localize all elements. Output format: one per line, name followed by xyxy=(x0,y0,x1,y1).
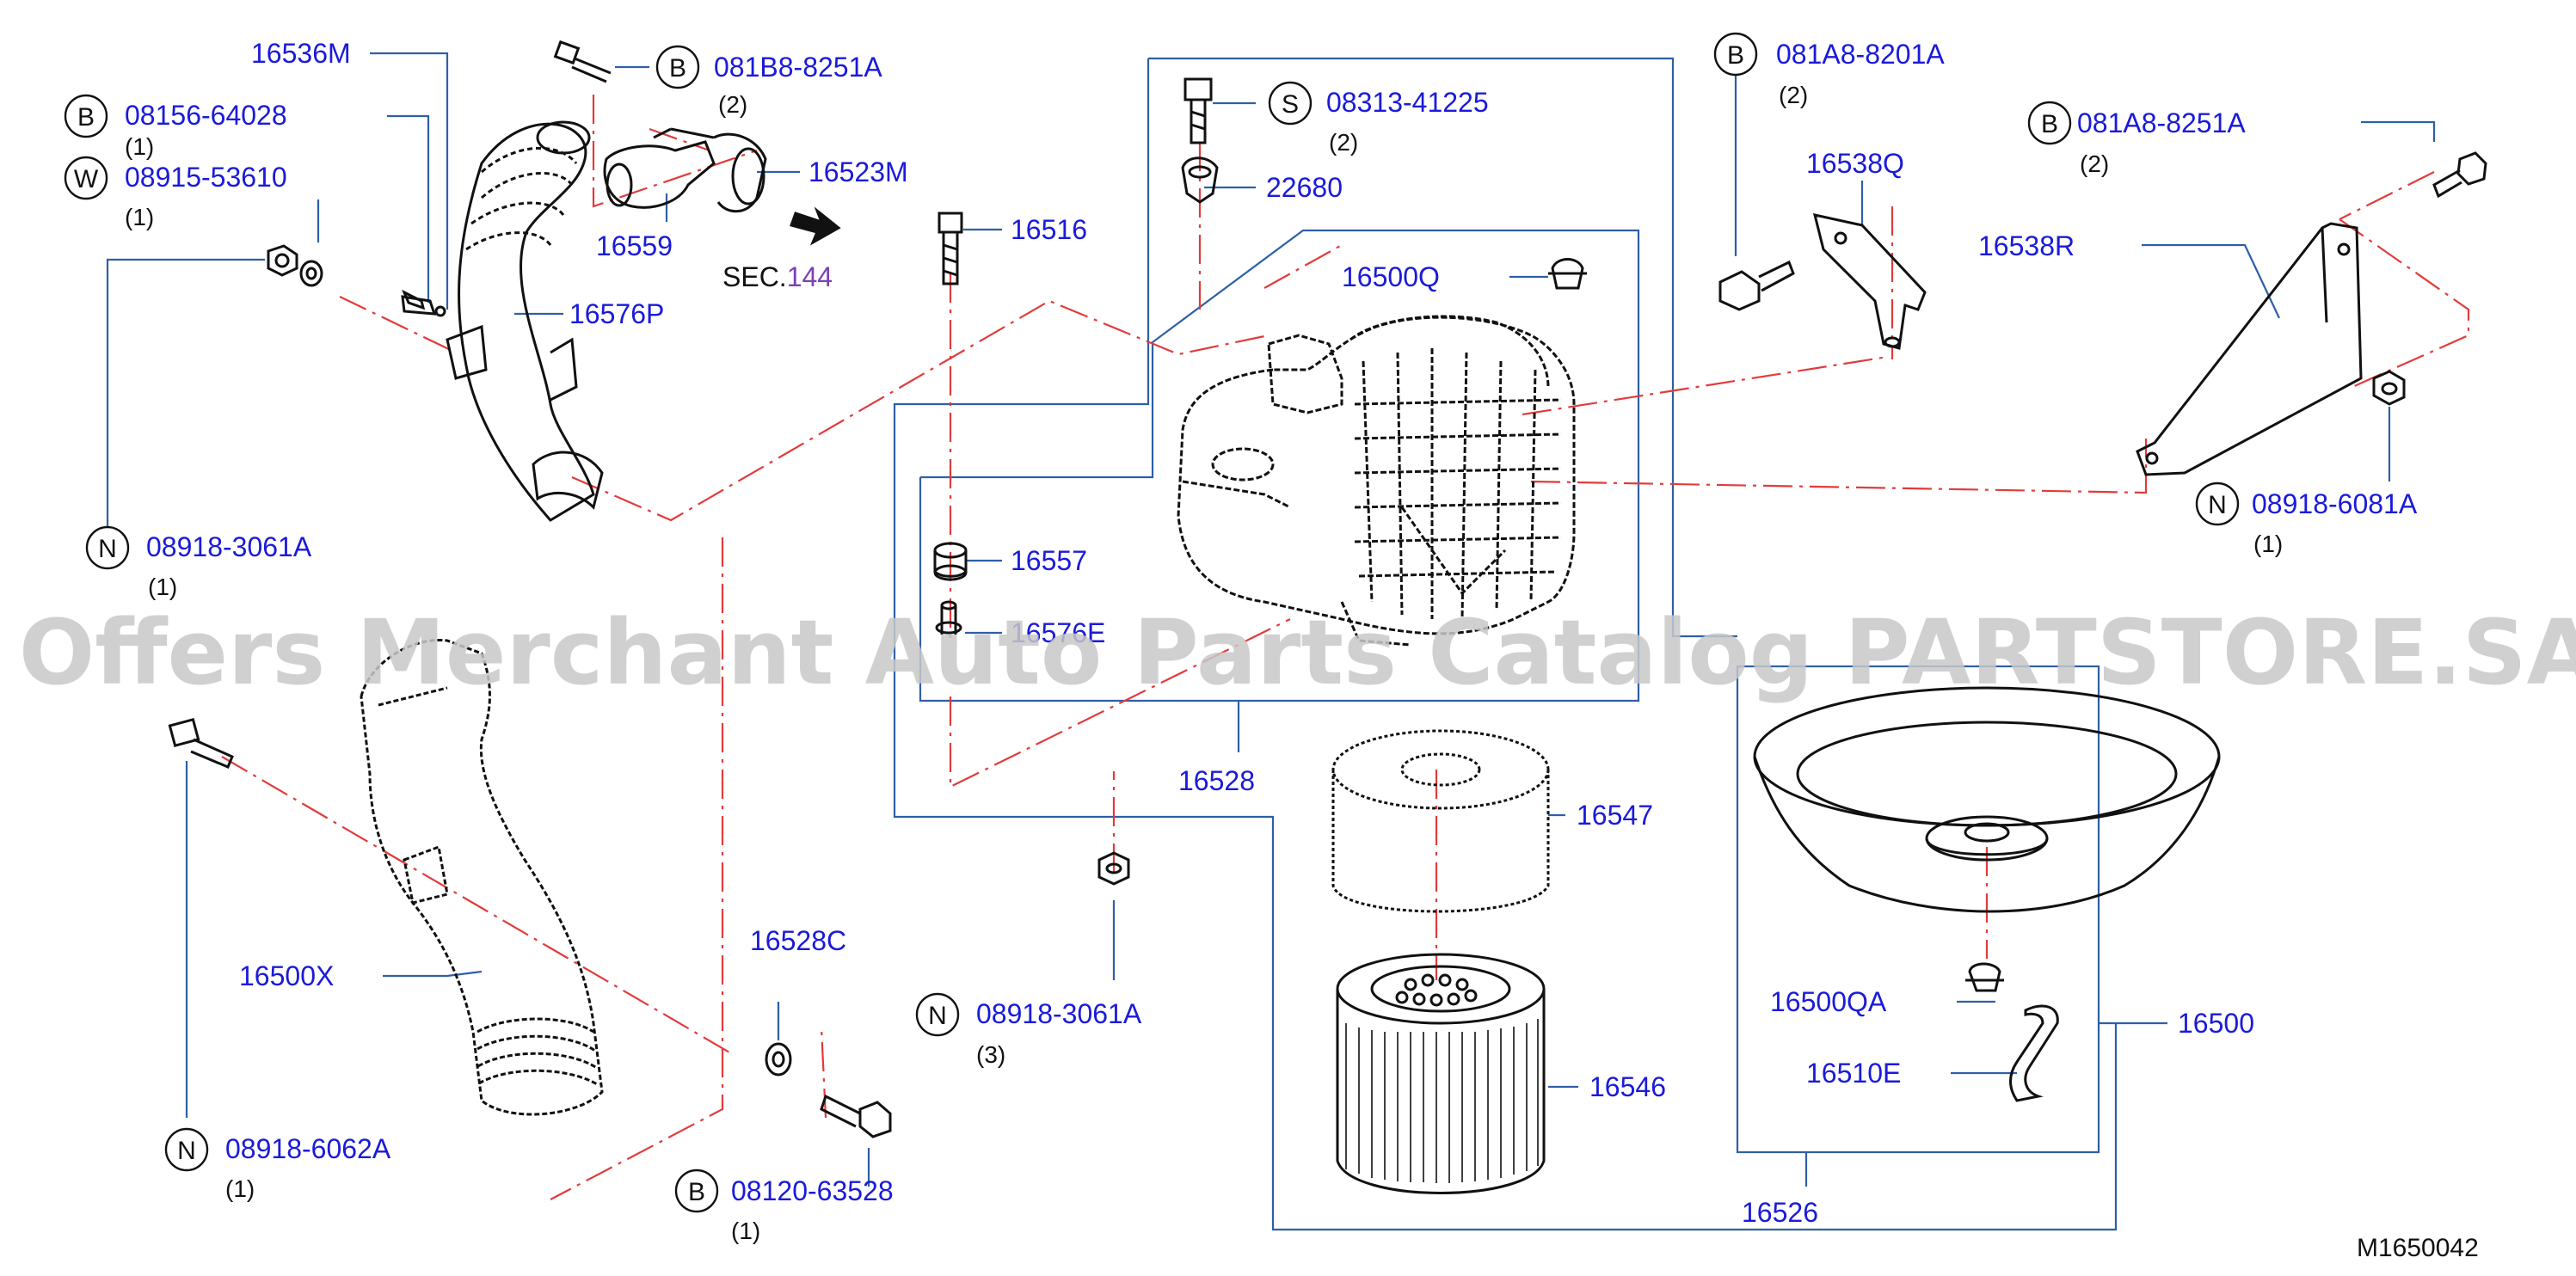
part-16576p[interactable]: 16576P xyxy=(569,298,664,329)
bolt-08918-6062a-drawing xyxy=(168,717,234,769)
fastener-08313-41225[interactable]: 08313-41225 xyxy=(1326,87,1489,118)
part-16528c[interactable]: 16528C xyxy=(750,925,846,956)
qty-label: (1) xyxy=(148,574,177,600)
bracket-16538q-drawing xyxy=(1812,213,1927,350)
qty-label: (2) xyxy=(1329,129,1358,156)
part-16557[interactable]: 16557 xyxy=(1011,545,1087,576)
part-16500qa[interactable]: 16500QA xyxy=(1770,986,1887,1017)
prefix-circles xyxy=(64,32,2240,1213)
fastener-081a8-8251a[interactable]: 081A8-8251A xyxy=(2077,107,2246,138)
clip-16500q-drawing xyxy=(1548,258,1587,290)
washer-16528c-drawing xyxy=(765,1042,792,1077)
part-16547[interactable]: 16547 xyxy=(1577,800,1653,831)
qty-label: (1) xyxy=(125,204,154,230)
qty-label: (1) xyxy=(2253,531,2283,557)
filter-16546-drawing xyxy=(1336,953,1546,1194)
qty-label: (2) xyxy=(1779,82,1808,108)
part-16528[interactable]: 16528 xyxy=(1178,765,1255,796)
fastener-08915-53610[interactable]: 08915-53610 xyxy=(125,162,287,193)
fastener-081a8-8201a[interactable]: 081A8-8201A xyxy=(1776,39,1945,70)
part-16538q[interactable]: 16538Q xyxy=(1806,148,1904,179)
part-16546[interactable]: 16546 xyxy=(1589,1071,1666,1102)
prefix-letter: W xyxy=(74,165,99,193)
fastener-08918-3061a-left[interactable]: 08918-3061A xyxy=(146,531,312,562)
prefix-letter: N xyxy=(2208,491,2227,519)
clip-16500qa-drawing xyxy=(1965,962,2004,992)
section-reference[interactable]: SEC.144 xyxy=(722,261,833,292)
grommet-22680-drawing xyxy=(1181,156,1219,204)
bolt-08120-63528-drawing xyxy=(820,1094,892,1138)
bolt-081a8-8201a-drawing xyxy=(1718,260,1795,311)
filter-16547-drawing xyxy=(1331,729,1550,913)
fastener-081b8-8251a[interactable]: 081B8-8251A xyxy=(714,52,882,83)
prefix-letter: N xyxy=(98,535,117,563)
collar-16576e-drawing xyxy=(935,600,962,635)
air-cleaner-housing-drawing xyxy=(1177,315,1576,647)
part-16510e[interactable]: 16510E xyxy=(1806,1058,1901,1089)
bolt-16516-drawing xyxy=(938,212,963,285)
fastener-08156-64028[interactable]: 08156-64028 xyxy=(125,100,287,131)
resonator-drawing xyxy=(603,127,767,213)
section-prefix: SEC. xyxy=(722,261,787,292)
part-16526[interactable]: 16526 xyxy=(1742,1197,1818,1228)
qty-label: (1) xyxy=(731,1218,760,1244)
part-16559[interactable]: 16559 xyxy=(596,230,673,261)
part-16500x[interactable]: 16500X xyxy=(239,960,334,991)
fastener-08120-63528[interactable]: 08120-63528 xyxy=(731,1175,894,1206)
band-16510e-drawing xyxy=(2009,1004,2059,1102)
grommet-16557-drawing xyxy=(933,542,968,581)
diagram-code: M1650042 xyxy=(2357,1234,2479,1262)
intake-duct-lower-drawing xyxy=(360,638,604,1116)
prefix-letter: B xyxy=(77,103,95,132)
qty-label: (1) xyxy=(225,1175,255,1202)
prefix-letter: B xyxy=(688,1178,705,1206)
prefix-letter: B xyxy=(669,54,686,83)
part-16538r[interactable]: 16538R xyxy=(1978,230,2075,261)
lower-housing-16526-drawing xyxy=(1753,686,2221,913)
part-16536m[interactable]: 16536M xyxy=(251,38,351,69)
fastener-08918-3061a-mid[interactable]: 08918-3061A xyxy=(976,998,1142,1029)
small-clip-drawing xyxy=(402,289,446,317)
part-16523m[interactable]: 16523M xyxy=(808,156,908,187)
part-drawings xyxy=(168,40,2487,1194)
bolt-08313-drawing xyxy=(1183,77,1213,144)
part-16576e[interactable]: 16576E xyxy=(1011,617,1105,648)
prefix-letter: N xyxy=(177,1137,196,1165)
qty-label: (2) xyxy=(718,91,747,118)
nut-washer-left-drawing xyxy=(267,244,323,287)
section-arrow-drawing xyxy=(790,206,841,246)
watermark: Offers Merchant Auto Parts Catalog PARTS… xyxy=(19,600,2576,705)
bolt-081b8-drawing xyxy=(553,40,612,83)
nut-08918-6081a-drawing xyxy=(2372,370,2406,406)
qty-label: (2) xyxy=(2080,150,2109,177)
prefix-letter: N xyxy=(928,1002,947,1030)
prefix-letter: B xyxy=(1727,41,1744,70)
qty-label: (1) xyxy=(125,133,154,160)
prefix-letter: B xyxy=(2041,110,2058,138)
prefix-letter: S xyxy=(1282,90,1299,119)
section-number[interactable]: 144 xyxy=(787,261,833,292)
qty-label: (3) xyxy=(976,1041,1005,1068)
part-16500[interactable]: 16500 xyxy=(2178,1008,2254,1039)
fastener-08918-6062a[interactable]: 08918-6062A xyxy=(225,1133,391,1164)
leader-lines xyxy=(106,52,2436,1231)
bolt-081a8-8251a-drawing xyxy=(2432,151,2487,199)
part-16516[interactable]: 16516 xyxy=(1011,214,1087,245)
nut-08918-3061a-mid-drawing xyxy=(1097,851,1130,886)
fastener-08918-6081a[interactable]: 08918-6081A xyxy=(2252,488,2418,519)
part-22680[interactable]: 22680 xyxy=(1266,172,1343,203)
part-16500q[interactable]: 16500Q xyxy=(1342,261,1440,292)
bracket-16538r-drawing xyxy=(2136,222,2363,476)
